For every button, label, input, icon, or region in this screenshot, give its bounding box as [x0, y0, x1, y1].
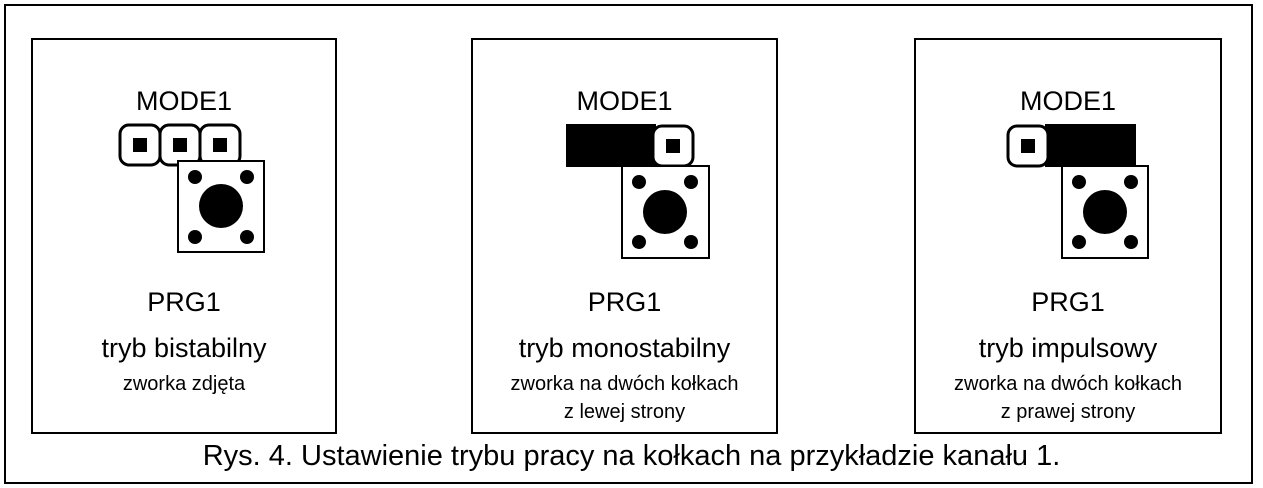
- mode1-label: MODE1: [135, 86, 233, 116]
- mode-title: tryb monostabilny: [518, 333, 731, 363]
- mode-description-line1: zworka zdjęta: [122, 373, 246, 395]
- pin-header-mode1: [1006, 124, 1136, 168]
- push-button-prg1: [177, 160, 265, 253]
- figure-frame: [4, 4, 1253, 484]
- panel-impulse: MODE1 PRG1 tryb impulsowy zworka na dwóc…: [914, 38, 1222, 434]
- mode-description-line1: zworka na dwóch kołkach: [510, 373, 739, 395]
- figure-caption: Rys. 4. Ustawienie trybu pracy na kołkac…: [202, 440, 1061, 472]
- mode1-label: MODE1: [576, 86, 673, 116]
- mode-description-line2: z lewej strony: [563, 401, 686, 423]
- jumper-right: [1045, 124, 1136, 167]
- prg1-label: PRG1: [1031, 287, 1105, 317]
- panel-monostable: MODE1 PRG1 tryb monostabilny zworka na d…: [471, 38, 778, 434]
- mode-description-line2: z prawej strony: [1000, 401, 1136, 423]
- prg1-label: PRG1: [147, 287, 221, 317]
- jumper-diagram: [118, 123, 265, 253]
- push-button-prg1: [1061, 165, 1149, 259]
- jumper-diagram: [1006, 124, 1149, 259]
- pin-header-mode1: [118, 123, 242, 167]
- pin-header-mode1: [566, 124, 695, 168]
- panel-bistable: MODE1 PRG1 tryb bistabilny zworka zdjęta: [31, 38, 337, 434]
- jumper-diagram: [566, 124, 710, 259]
- mode-description-line1: zworka na dwóch kołkach: [954, 373, 1182, 395]
- mode-title: tryb bistabilny: [101, 333, 267, 363]
- jumper-left: [566, 124, 656, 167]
- prg1-label: PRG1: [587, 287, 662, 317]
- mode-title: tryb impulsowy: [978, 333, 1158, 363]
- mode1-label: MODE1: [1019, 86, 1117, 116]
- push-button-prg1: [621, 165, 710, 259]
